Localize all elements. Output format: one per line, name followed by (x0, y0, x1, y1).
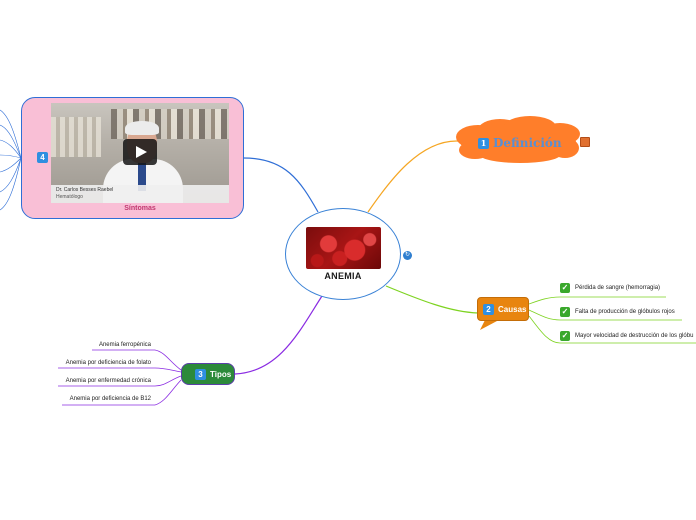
causa-label: Mayor velocidad de destrucción de los gl… (575, 333, 694, 339)
causa-item[interactable]: ✓ Falta de producción de glóbulos rojos (560, 307, 675, 317)
doctor-hair (125, 121, 159, 135)
number-1-icon: 1 (478, 137, 489, 149)
tipos-sub-connector (154, 367, 182, 373)
sintomas-sub-connector (0, 139, 22, 159)
tipo-item[interactable]: Anemia por deficiencia de folato (65, 360, 151, 366)
note-icon[interactable] (580, 137, 590, 147)
number-2-icon: 2 (483, 303, 494, 315)
tipos-sub-connector (154, 375, 182, 387)
tipo-item[interactable]: Anemia por deficiencia de B12 (69, 396, 151, 402)
sintomas-sub-connector (0, 157, 22, 173)
sintomas-sub-connector (0, 154, 22, 159)
play-icon[interactable] (123, 139, 157, 165)
video-thumbnail[interactable]: Dr. Carlos Besses Raebel Hematólogo (51, 103, 229, 203)
tipos-topic[interactable]: 3 Tipos (181, 363, 235, 385)
causa-label: Falta de producción de glóbulos rojos (575, 309, 675, 315)
link-icon[interactable]: ↻ (403, 251, 412, 260)
definicion-label: Definición (493, 136, 562, 150)
checkmark-icon: ✓ (560, 307, 570, 317)
tipo-item[interactable]: Anemia ferropénica (98, 342, 151, 348)
sintomas-sub-connector (0, 124, 22, 159)
sintomas-label: Síntomas (124, 205, 156, 212)
tipos-connector (234, 295, 323, 375)
checkmark-icon: ✓ (560, 331, 570, 341)
bookshelf-background (51, 117, 101, 157)
video-caption: Dr. Carlos Besses Raebel Hematólogo (51, 185, 229, 203)
sintomas-sub-connector (0, 157, 22, 211)
definicion-connector (367, 140, 459, 213)
causas-label: Causas (498, 304, 527, 314)
caption-name: Dr. Carlos Besses Raebel (56, 187, 114, 193)
sintomas-connector (243, 157, 319, 213)
tipo-item[interactable]: Anemia por enfermedad crónica (65, 378, 151, 384)
central-topic[interactable]: ANEMIA (285, 208, 401, 300)
causas-connector (385, 285, 479, 314)
causas-topic[interactable]: 2 Causas (477, 297, 529, 321)
checkmark-icon: ✓ (560, 283, 570, 293)
doctor-tie (138, 161, 146, 191)
causas-tail (480, 320, 497, 330)
causas-sub-connector (528, 296, 561, 305)
caption-role: Hematólogo (56, 194, 83, 200)
definicion-cloud[interactable] (456, 116, 580, 163)
sintomas-sub-connector (0, 109, 22, 159)
causa-item[interactable]: ✓ Mayor velocidad de destrucción de los … (560, 331, 693, 341)
definicion-topic[interactable]: 1 Definición (478, 136, 562, 150)
tipos-sub-connector (154, 379, 182, 406)
central-topic-label: ANEMIA (324, 271, 362, 281)
causa-item[interactable]: ✓ Pérdida de sangre (hemorragia) (560, 283, 660, 293)
number-3-icon: 3 (195, 368, 206, 380)
tipos-label: Tipos (210, 369, 232, 379)
causa-label: Pérdida de sangre (hemorragia) (575, 285, 661, 291)
causas-sub-connector (528, 315, 561, 344)
blood-cells-image (306, 227, 381, 269)
tipos-sub-connector (154, 349, 182, 371)
number-4-icon: 4 (37, 152, 48, 163)
causas-sub-connector (528, 309, 561, 321)
sintomas-sub-connector (0, 157, 22, 193)
